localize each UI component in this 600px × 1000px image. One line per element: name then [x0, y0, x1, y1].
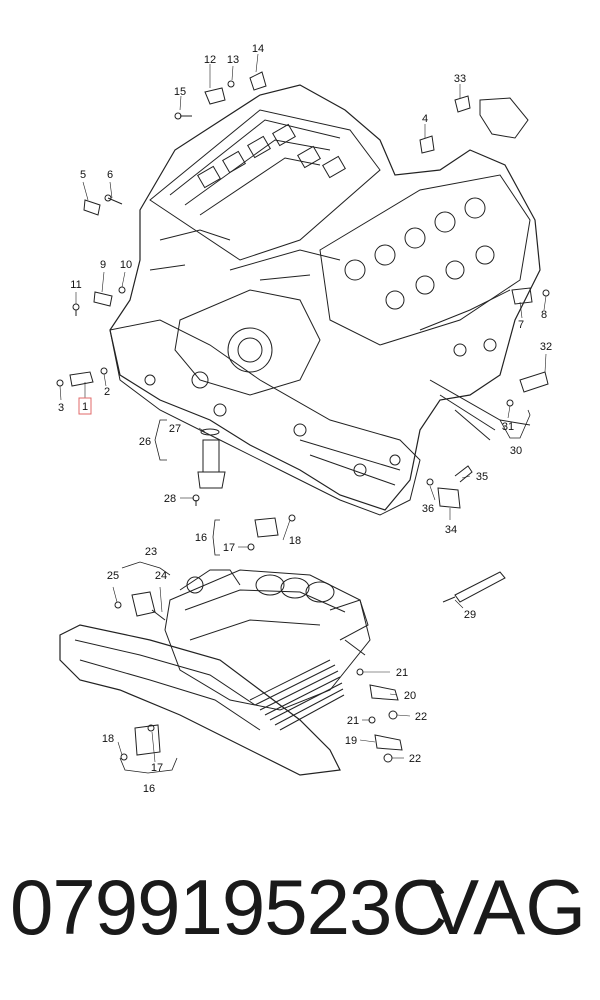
knock-sensor-drawings — [56, 194, 126, 387]
engine-block-drawing — [109, 84, 541, 516]
part-number-text: 079919523C — [10, 863, 448, 951]
callout-31: 31 — [502, 421, 514, 433]
leader-lines — [59, 53, 547, 763]
callout-21-top: 21 — [396, 667, 408, 679]
brand-text: VAG — [427, 863, 586, 951]
bracket-lines — [119, 409, 531, 774]
callout-24: 24 — [155, 570, 167, 582]
callout-16-top: 16 — [195, 532, 207, 544]
callout-4: 4 — [422, 113, 428, 125]
callout-3: 3 — [58, 402, 64, 414]
camshaft-sensor-drawings — [174, 71, 529, 154]
callout-15: 15 — [174, 86, 186, 98]
intake-manifold-drawing — [59, 569, 371, 776]
callout-11: 11 — [70, 279, 81, 291]
callout-9: 9 — [100, 259, 106, 271]
callout-25: 25 — [107, 570, 119, 582]
callout-22-bottom: 22 — [409, 753, 421, 765]
callout-labels: 12 13 14 15 33 4 5 6 9 10 11 2 3 7 8 32 … — [58, 43, 552, 795]
callout-20: 20 — [404, 690, 416, 702]
callout-7: 7 — [518, 319, 524, 331]
engine-exploded-diagram: 12 13 14 15 33 4 5 6 9 10 11 2 3 7 8 32 … — [56, 43, 552, 795]
sealant-tube-drawing — [442, 571, 506, 603]
callout-14: 14 — [252, 43, 264, 55]
callout-36: 36 — [422, 503, 434, 515]
callout-26: 26 — [139, 436, 151, 448]
oil-level-sensor-drawing — [192, 428, 226, 506]
fuel-injector-drawings — [356, 668, 403, 763]
callout-22-top: 22 — [415, 711, 427, 723]
callout-8: 8 — [541, 309, 547, 321]
pressure-sensor-drawings — [120, 514, 296, 761]
callout-1: 1 — [82, 401, 88, 413]
callout-6: 6 — [107, 169, 113, 181]
callout-16-bottom: 16 — [143, 783, 155, 795]
callout-18-top: 18 — [289, 535, 301, 547]
callout-28: 28 — [164, 493, 176, 505]
callout-33: 33 — [454, 73, 466, 85]
callout-12: 12 — [204, 54, 216, 66]
callout-30: 30 — [510, 445, 522, 457]
callout-35: 35 — [476, 471, 488, 483]
callout-29: 29 — [464, 609, 476, 621]
callout-21-bottom: 21 — [347, 715, 359, 727]
callout-34: 34 — [445, 524, 457, 536]
callout-17-bottom: 17 — [151, 762, 163, 774]
callout-13: 13 — [227, 54, 239, 66]
highlighted-callout-1: 1 — [78, 397, 92, 415]
callout-5: 5 — [80, 169, 86, 181]
callout-18-bottom: 18 — [102, 733, 114, 745]
callout-17-top: 17 — [223, 542, 235, 554]
callout-19: 19 — [345, 735, 357, 747]
callout-32: 32 — [540, 341, 552, 353]
intake-sensor-drawings — [114, 591, 166, 621]
callout-27: 27 — [169, 423, 181, 435]
callout-10: 10 — [120, 259, 132, 271]
callout-23: 23 — [145, 546, 157, 558]
callout-2: 2 — [104, 386, 110, 398]
